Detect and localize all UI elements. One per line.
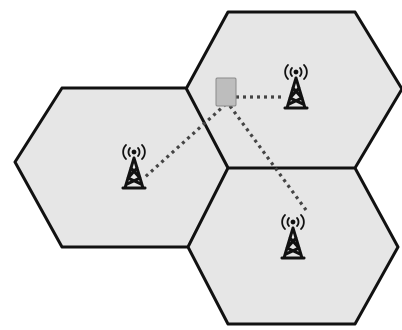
mobile-phone-icon xyxy=(215,77,237,107)
cell-left xyxy=(13,86,230,249)
link-to-bottom-right-tower xyxy=(228,105,308,211)
link-to-left-tower xyxy=(142,102,228,180)
cell-bottom-right xyxy=(186,166,400,326)
radio-links xyxy=(142,95,308,211)
